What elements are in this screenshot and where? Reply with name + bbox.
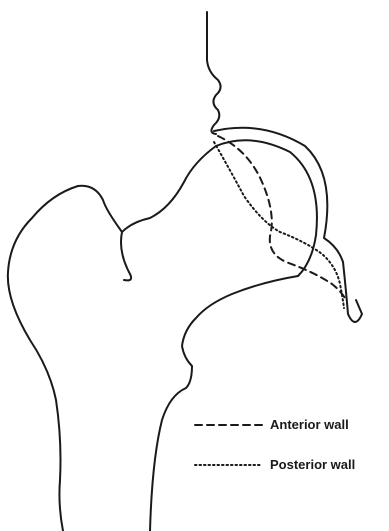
legend-item-posterior: Posterior wall — [195, 457, 355, 472]
legend: Anterior wall Posterior wall — [195, 417, 355, 472]
legend-item-anterior: Anterior wall — [195, 417, 349, 432]
legend-label-posterior: Posterior wall — [270, 457, 355, 472]
pelvis-outline — [207, 12, 221, 134]
femur-outline — [8, 146, 216, 531]
femur-medial-outline — [150, 276, 298, 531]
femoral-head-outline — [216, 140, 317, 276]
posterior-wall-line — [214, 142, 344, 308]
legend-label-anterior: Anterior wall — [270, 417, 349, 432]
